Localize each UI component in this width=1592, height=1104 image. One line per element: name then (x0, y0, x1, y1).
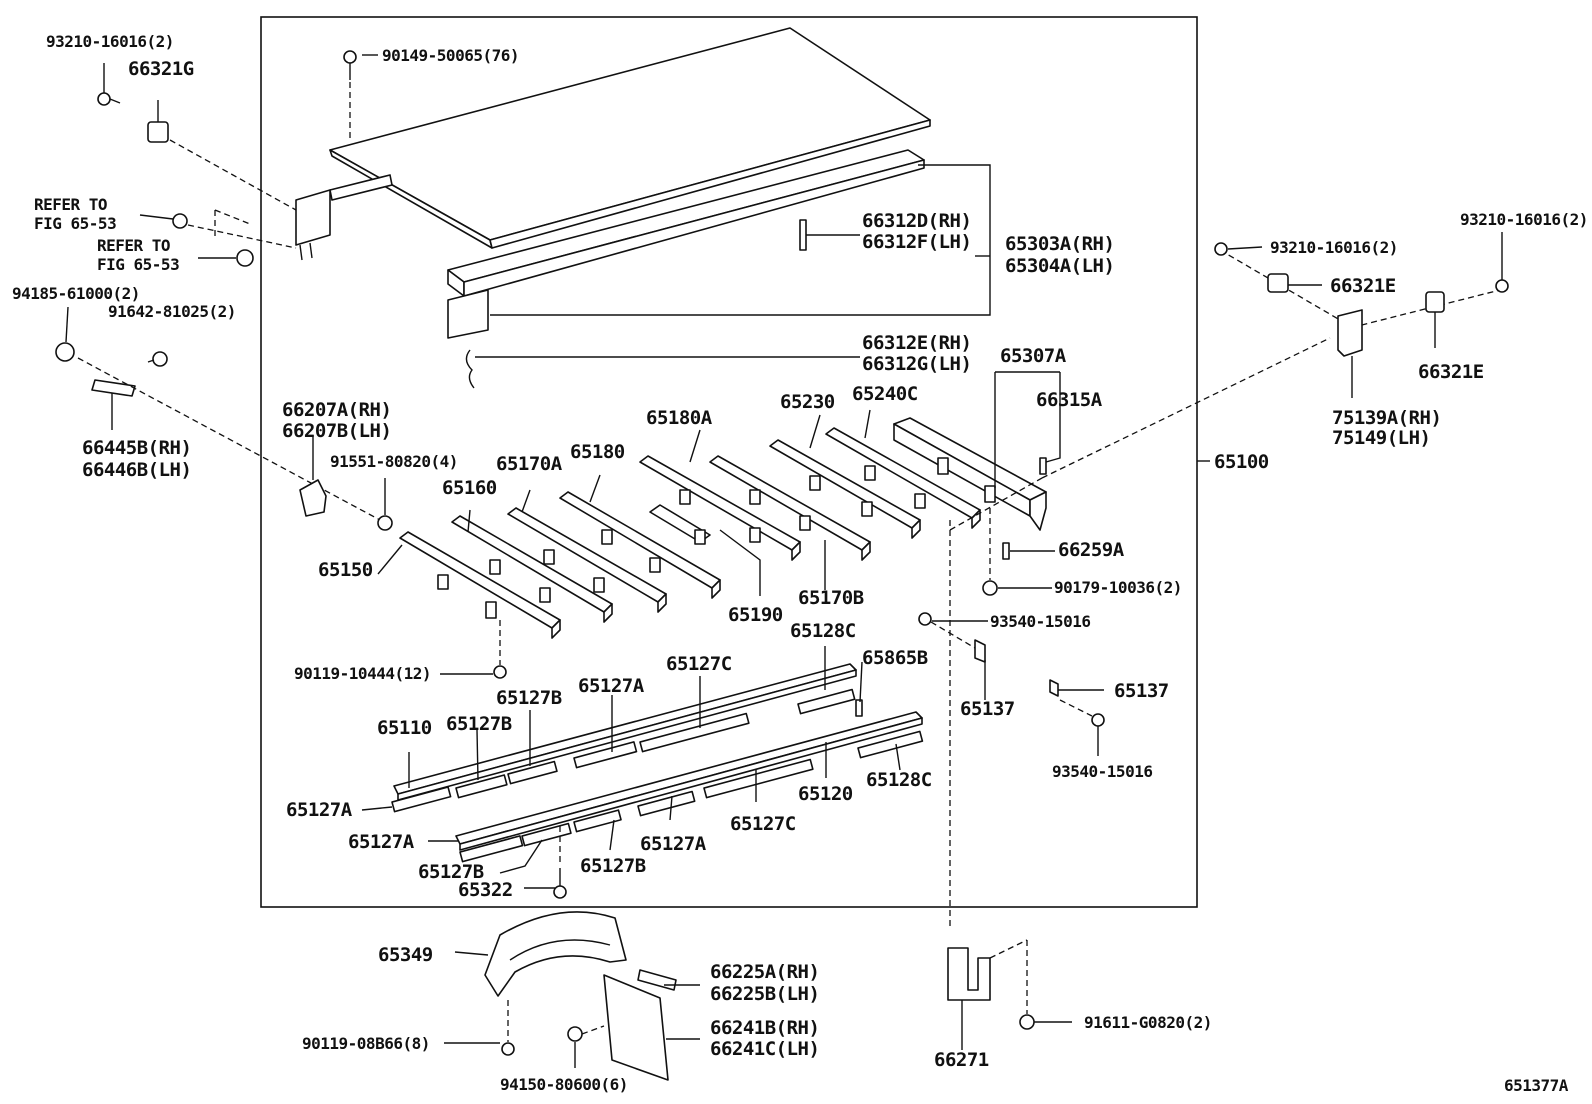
label-93540-15016-a: 93540-15016 (990, 612, 1090, 631)
label-94185-61000: 94185-61000(2) (12, 284, 140, 303)
label-94150-80600: 94150-80600(6) (500, 1075, 628, 1094)
label-65150: 65150 (318, 559, 373, 581)
label-65127a-lower-left: 65127A (348, 831, 415, 853)
label-66225a: 66225A(RH) (710, 961, 819, 983)
label-66207a: 66207A(RH) (282, 399, 391, 421)
left-bracket (295, 174, 393, 261)
label-65127a-lower: 65127A (640, 833, 707, 855)
label-90149-50065: 90149-50065(76) (382, 46, 519, 65)
label-refer-to-1a: REFER TO (34, 195, 107, 214)
label-66445b: 66445B(RH) (82, 437, 191, 459)
label-75149: 75149(LH) (1332, 427, 1430, 449)
label-66321g: 66321G (128, 58, 194, 80)
label-66446b: 66446B(LH) (82, 459, 191, 481)
label-65120: 65120 (798, 783, 853, 805)
leader-lines (139, 54, 1322, 1068)
label-66207b: 66207B(LH) (282, 420, 391, 442)
label-65127a-left: 65127A (286, 799, 353, 821)
label-65170b: 65170B (798, 587, 864, 609)
label-93210-16016-far-right: 93210-16016(2) (1460, 210, 1588, 229)
label-65170a: 65170A (496, 453, 563, 475)
label-65128c-top: 65128C (790, 620, 856, 642)
cross-members (399, 417, 1047, 639)
label-65127b-top: 65127B (496, 687, 562, 709)
label-reference-code: 651377A (1504, 1076, 1569, 1095)
label-65307a: 65307A (1000, 345, 1067, 367)
label-refer-to-1b: FIG 65-53 (34, 214, 116, 233)
label-91642-81025: 91642-81025(2) (108, 302, 236, 321)
label-refer-to-2a: REFER TO (97, 236, 170, 255)
label-65865b: 65865B (862, 647, 928, 669)
sills-and-strips (391, 663, 924, 863)
label-66312e: 66312E(RH) (862, 332, 971, 354)
label-65322: 65322 (458, 879, 513, 901)
label-66312f: 66312F(LH) (862, 231, 971, 253)
label-65349: 65349 (378, 944, 433, 966)
label-65127b-mid: 65127B (446, 713, 512, 735)
label-65127c-top: 65127C (666, 653, 732, 675)
label-65127c-lower: 65127C (730, 813, 796, 835)
label-66241c: 66241C(LH) (710, 1038, 819, 1060)
label-66321e-bottom: 66321E (1418, 361, 1484, 383)
label-65230: 65230 (780, 391, 835, 413)
label-66312g: 66312G(LH) (862, 353, 971, 375)
label-65180: 65180 (570, 441, 625, 463)
floor-panel (329, 27, 931, 249)
label-65110: 65110 (377, 717, 432, 739)
label-65137-center: 65137 (960, 698, 1015, 720)
label-66271: 66271 (934, 1049, 989, 1071)
right-brackets (1214, 232, 1509, 398)
label-65100-assembly: 65100 (1214, 451, 1269, 473)
assembly-frame (260, 16, 1198, 908)
label-65127b-lower-left: 65127B (418, 861, 484, 883)
label-65190: 65190 (728, 604, 783, 626)
label-91611-g0820: 91611-G0820(2) (1084, 1013, 1212, 1032)
label-65303a: 65303A(RH) (1005, 233, 1114, 255)
label-90179-10036: 90179-10036(2) (1054, 578, 1182, 597)
label-65240c: 65240C (852, 383, 918, 405)
label-75139a: 75139A(RH) (1332, 407, 1441, 429)
label-66225b: 66225B(LH) (710, 983, 819, 1005)
label-90119-10444: 90119-10444(12) (294, 664, 431, 683)
label-90119-08b66: 90119-08B66(8) (302, 1034, 430, 1053)
mudguard-parts (484, 911, 1035, 1081)
callout-labels: 93210-16016(2) 66321G REFER TO FIG 65-53… (12, 32, 1588, 1095)
label-91551-80820: 91551-80820(4) (330, 452, 458, 471)
label-65127a-top: 65127A (578, 675, 645, 697)
label-66312d: 66312D(RH) (862, 210, 971, 232)
label-66315a: 66315A (1036, 389, 1103, 411)
label-65137-right: 65137 (1114, 680, 1169, 702)
label-65304a: 65304A(LH) (1005, 255, 1114, 277)
label-refer-to-2b: FIG 65-53 (97, 255, 179, 274)
label-65180a: 65180A (646, 407, 713, 429)
label-65128c-bottom: 65128C (866, 769, 932, 791)
label-93540-15016-b: 93540-15016 (1052, 762, 1152, 781)
label-93210-16016-right: 93210-16016(2) (1270, 238, 1398, 257)
label-66321e-top: 66321E (1330, 275, 1396, 297)
label-65160: 65160 (442, 477, 497, 499)
hardware (55, 50, 1501, 930)
label-66241b: 66241B(RH) (710, 1017, 819, 1039)
label-66259a: 66259A (1058, 539, 1125, 561)
side-rail (447, 149, 925, 339)
label-93210-16016-left: 93210-16016(2) (46, 32, 174, 51)
label-65127b-lower: 65127B (580, 855, 646, 877)
